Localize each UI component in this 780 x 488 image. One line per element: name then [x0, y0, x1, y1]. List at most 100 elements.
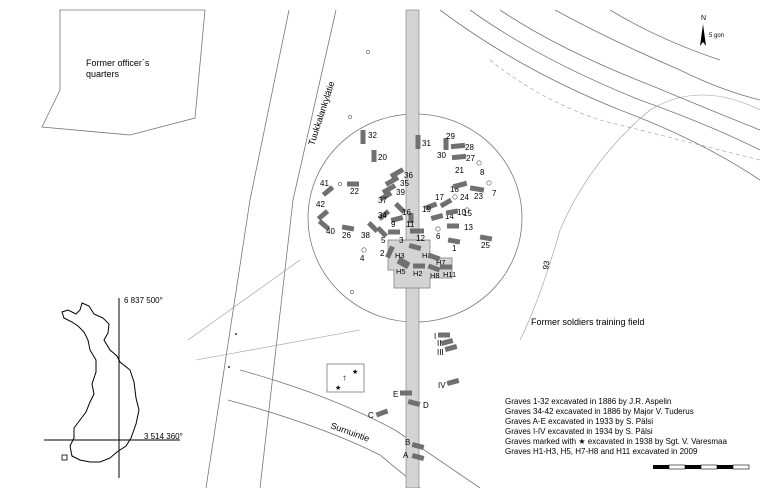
grave-label: 27: [466, 154, 475, 163]
north-gon-label: 5 gon: [709, 33, 724, 39]
grave: [450, 142, 466, 150]
grave-roman-label: IV: [438, 381, 446, 390]
grave-letter: [375, 408, 389, 418]
grave: [469, 185, 485, 193]
grave: [408, 213, 414, 223]
grave: [410, 228, 424, 234]
grave-roman: [438, 332, 450, 338]
grave-label: 34: [378, 211, 387, 220]
grave-label: 12: [416, 234, 425, 243]
grave-letter: [411, 442, 425, 450]
grave-label: 9: [391, 220, 396, 229]
grave-h: [427, 252, 441, 262]
grave-letter-label: C: [368, 411, 374, 420]
grave-h: [396, 258, 410, 270]
grave: [479, 234, 493, 242]
grave-letter: [400, 390, 412, 396]
cross-icon: †: [343, 375, 346, 382]
grave-label: 5: [381, 236, 386, 245]
road-east-5: [609, 9, 721, 61]
grave: [439, 197, 453, 209]
grave: [377, 209, 391, 221]
officers-quarters-label-2: quarters: [86, 69, 120, 79]
road-surnuintie-edge-north: [239, 369, 481, 488]
grave: [385, 245, 395, 259]
road-tuukkalan-edge-east: [259, 9, 337, 488]
grave-label: 38: [361, 231, 370, 240]
grave: [393, 201, 407, 215]
road-east-1: [439, 9, 761, 181]
grave-label: 23: [474, 192, 483, 201]
marker: [228, 366, 230, 368]
grave-h-label: H3: [395, 251, 405, 260]
grave: [447, 223, 459, 229]
grave-label: 10: [457, 208, 466, 217]
grave-letter-label: E: [393, 390, 398, 399]
marker: [476, 160, 482, 166]
marker: [435, 226, 441, 232]
north-arrow: N 5 gon: [700, 15, 724, 46]
field-line-west: [187, 259, 301, 341]
marker: [338, 182, 342, 186]
legend-line: Graves 34-42 excavated in 1886 by Major …: [505, 407, 694, 416]
grave: [379, 190, 393, 202]
grave: [424, 201, 438, 211]
road-east-3: [499, 9, 761, 131]
inset-coord-east: 3 514 360°: [144, 432, 183, 441]
marker: [452, 194, 458, 200]
grave-h-label: H5: [396, 267, 406, 276]
contour-dashed: [489, 59, 761, 161]
grave-label: 42: [316, 200, 325, 209]
grave-letter-label: A: [403, 451, 409, 460]
grave-label: 6: [436, 232, 441, 241]
grave-label: 39: [396, 188, 405, 197]
grave: [371, 150, 377, 162]
marker: [348, 115, 352, 119]
grave: [381, 183, 397, 195]
grave-label: 8: [480, 168, 485, 177]
grave: [415, 135, 421, 149]
grave-h-label: H11: [443, 270, 456, 279]
training-field-label: Former soldiers training field: [531, 317, 645, 327]
grave-letter: [407, 399, 421, 407]
legend-line: Graves marked with ★ excavated in 1938 b…: [505, 437, 728, 446]
grave: [321, 185, 335, 197]
star-icon: ★: [335, 384, 341, 392]
grave-h-label: H1: [422, 251, 432, 260]
grave-label: 20: [378, 153, 387, 162]
grave: [430, 213, 444, 221]
grave-h: [408, 243, 422, 251]
grave-label: 35: [400, 179, 409, 188]
north-arrow-icon: [700, 24, 706, 46]
grave-label: 26: [342, 231, 351, 240]
grave: [316, 209, 330, 221]
grave: [341, 224, 355, 232]
grave-label: 29: [446, 132, 455, 141]
legend-line: Graves I-IV excavated in 1934 by S. Päls…: [505, 427, 653, 436]
grave-label: 17: [435, 193, 444, 202]
grave-h: [413, 263, 425, 269]
grave-letter: [411, 453, 425, 461]
road-surnuintie-edge-south: [227, 399, 421, 488]
grave: [347, 181, 359, 187]
legend-line: Graves A-E excavated in 1933 by S. Pälsi: [505, 417, 653, 426]
grave-label: 37: [378, 196, 387, 205]
grave-h-label: H8: [430, 271, 440, 280]
grave-label: 19: [422, 205, 431, 214]
grave-label: 36: [404, 171, 413, 180]
finland-outline: [61, 302, 140, 463]
marker: [486, 180, 492, 186]
legend-line: Graves 1-32 excavated in 1886 by J.R. As…: [505, 397, 671, 406]
road-tuukkalan-edge-west: [205, 9, 290, 488]
road-east-4: [554, 9, 761, 101]
contour-93: [519, 94, 761, 341]
grave: [360, 130, 366, 144]
grave-h-label: H7: [436, 258, 446, 267]
grave-h: [440, 264, 452, 270]
contour-label: 93: [541, 259, 552, 270]
grave-roman-label: I: [434, 332, 436, 341]
officers-quarters-outline: [41, 9, 206, 136]
inset-coord-north: 6 837 500°: [124, 296, 163, 305]
road-surnuintie-label: Surnuintie: [329, 420, 371, 443]
grave-label: 1: [452, 244, 457, 253]
